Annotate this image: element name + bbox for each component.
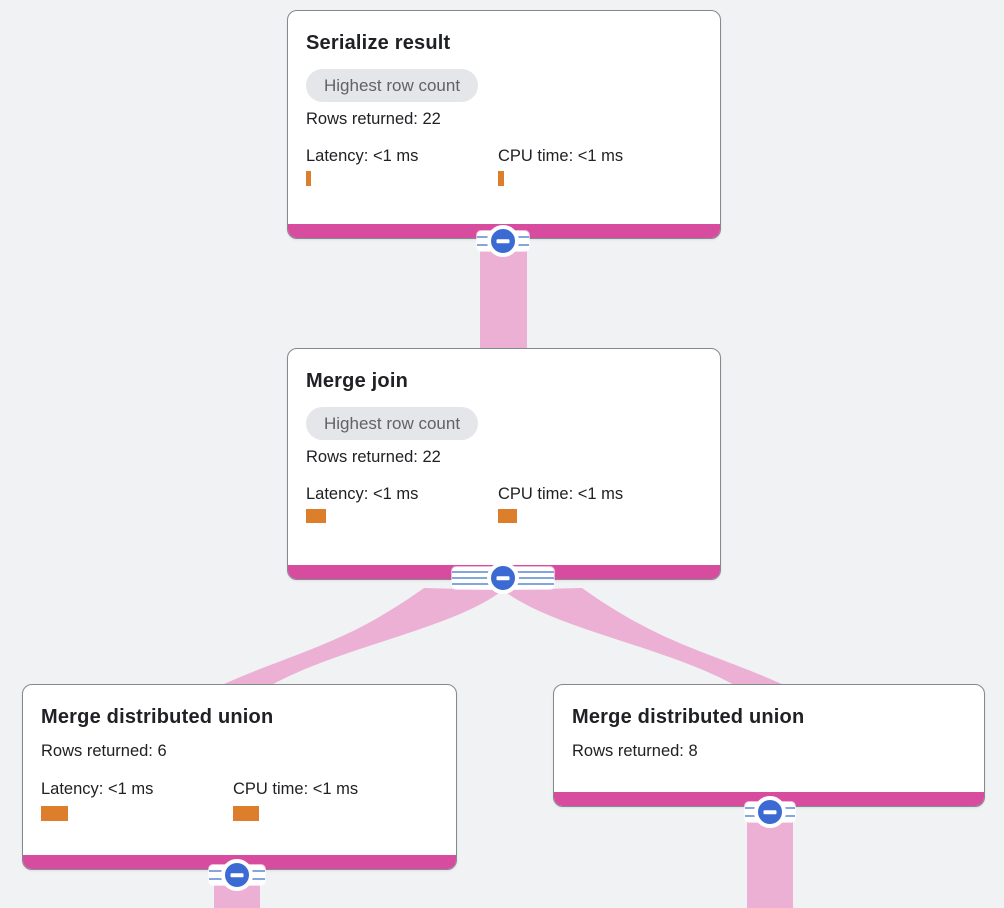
latency-label: Latency: <1 ms [306, 147, 419, 165]
node-title: Merge join [306, 370, 409, 392]
flow-edge-mergejoin-to-right-union [503, 588, 795, 690]
node-title: Serialize result [306, 32, 451, 54]
plan-node-merge-distributed-union-left[interactable]: Merge distributed union Rows returned: 6… [22, 684, 457, 870]
collapse-control-union-left[interactable] [209, 859, 265, 891]
highest-row-count-badge: Highest row count [306, 407, 479, 440]
flow-edge-mergejoin-to-left-union [211, 588, 503, 690]
cpu-time-label: CPU time: <1 ms [498, 485, 624, 503]
collapse-control-merge-join[interactable] [452, 562, 554, 594]
cpu-time-bar [233, 806, 259, 821]
plan-node-serialize-result[interactable]: Serialize result Highest row count Rows … [287, 10, 721, 239]
rows-returned-label: Rows returned: 6 [41, 742, 167, 760]
collapse-control-union-right[interactable] [745, 796, 795, 828]
cpu-time-bar [498, 171, 504, 186]
latency-bar [41, 806, 68, 821]
collapse-minus-icon[interactable] [754, 796, 786, 828]
latency-bar [306, 171, 311, 186]
rows-returned-label: Rows returned: 22 [306, 110, 441, 128]
rows-returned-label: Rows returned: 22 [306, 448, 441, 466]
plan-node-merge-join[interactable]: Merge join Highest row count Rows return… [287, 348, 721, 580]
latency-label: Latency: <1 ms [306, 485, 419, 503]
rows-returned-label: Rows returned: 8 [572, 742, 698, 760]
collapse-minus-icon[interactable] [487, 562, 519, 594]
cpu-time-bar [498, 509, 517, 523]
collapse-minus-icon[interactable] [487, 225, 519, 257]
latency-bar [306, 509, 326, 523]
latency-label: Latency: <1 ms [41, 780, 154, 798]
cpu-time-label: CPU time: <1 ms [233, 780, 359, 798]
cpu-time-label: CPU time: <1 ms [498, 147, 624, 165]
collapse-control-serialize-result[interactable] [477, 225, 529, 257]
highest-row-count-badge: Highest row count [306, 69, 479, 102]
node-title: Merge distributed union [41, 706, 274, 728]
node-title: Merge distributed union [572, 706, 805, 728]
collapse-minus-icon[interactable] [221, 859, 253, 891]
plan-node-merge-distributed-union-right[interactable]: Merge distributed union Rows returned: 8 [553, 684, 985, 807]
